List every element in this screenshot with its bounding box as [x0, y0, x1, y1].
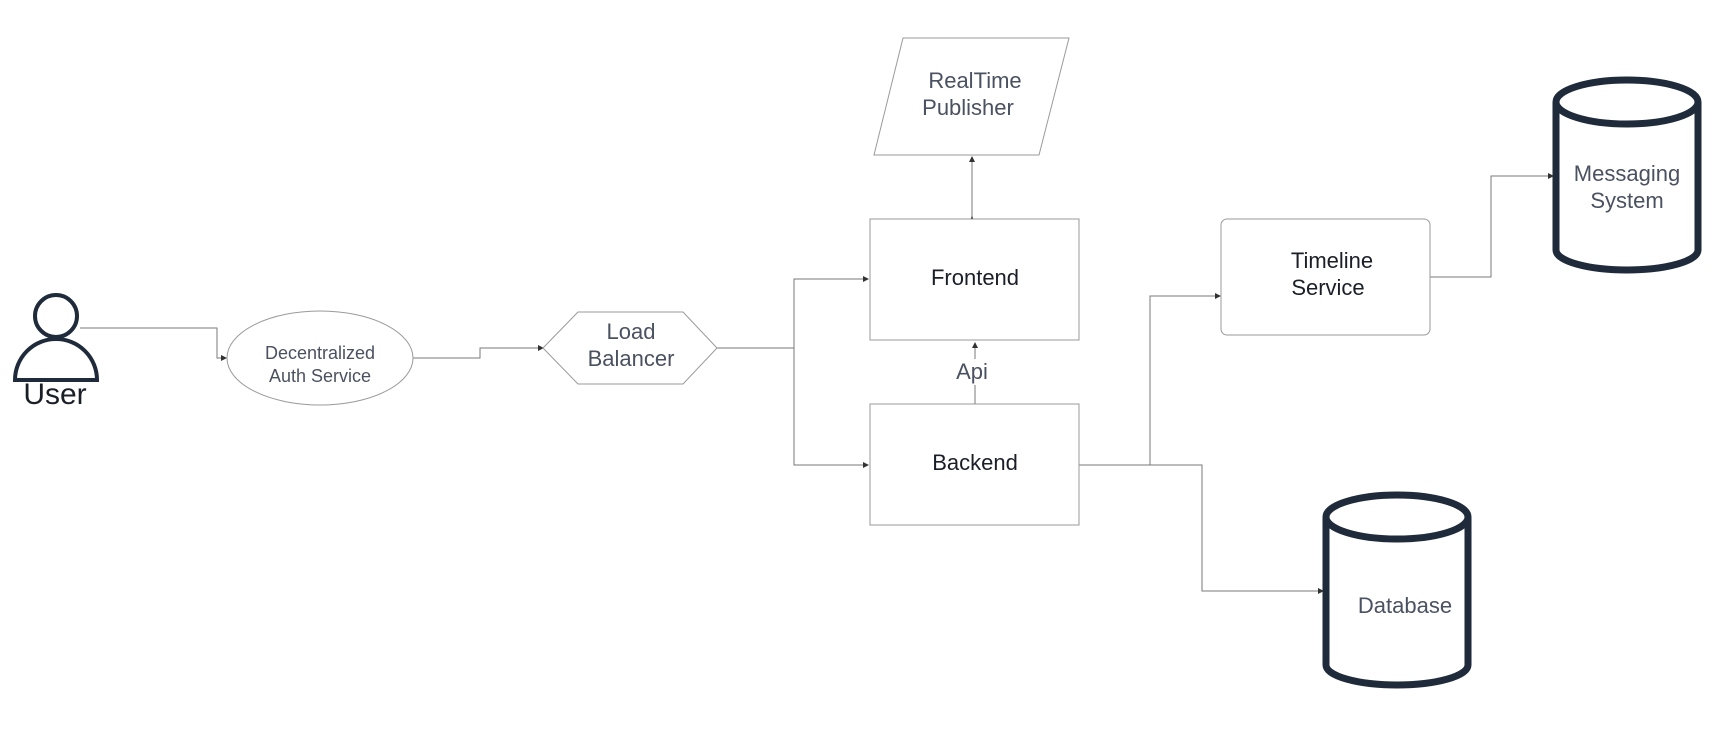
frontend-node[interactable]: Frontend: [869, 218, 1080, 341]
messaging-system-label-line1: Messaging: [1574, 161, 1680, 186]
realtime-publisher-node[interactable]: RealTime Publisher: [873, 37, 1070, 156]
edge-lb-to-frontend: [793, 276, 869, 348]
timeline-service-node[interactable]: Timeline Service: [1220, 218, 1431, 336]
connectors: [80, 156, 1554, 594]
edge-user-to-auth: [80, 327, 227, 361]
backend-label: Backend: [932, 450, 1018, 475]
auth-service-label-line2: Auth Service: [269, 366, 371, 386]
edge-lb-to-backend: [793, 348, 869, 468]
user-label: User: [23, 378, 86, 411]
edge-backend-to-timeline: [1079, 293, 1221, 466]
timeline-service-shape: [1220, 218, 1431, 336]
messaging-system-cylinder: [1552, 76, 1702, 274]
auth-service-node[interactable]: Decentralized Auth Service: [226, 310, 414, 406]
user-icon: [12, 293, 100, 382]
load-balancer-shape: [542, 311, 718, 385]
timeline-service-label-line1: Timeline: [1291, 248, 1373, 273]
frontend-shape: [869, 218, 1080, 341]
load-balancer-node[interactable]: Load Balancer: [542, 311, 718, 385]
frontend-label: Frontend: [931, 265, 1019, 290]
realtime-publisher-label-line2: Publisher: [922, 95, 1014, 120]
edge-auth-to-lb: [413, 345, 544, 359]
timeline-service-label-line2: Service: [1291, 275, 1364, 300]
database-node[interactable]: Database: [1322, 491, 1472, 689]
api-label: Api: [956, 359, 988, 384]
messaging-system-label-line2: System: [1590, 188, 1663, 213]
load-balancer-label-line2: Balancer: [588, 346, 675, 371]
user-node[interactable]: User: [12, 293, 100, 411]
realtime-publisher-shape: [873, 37, 1070, 156]
realtime-publisher-label-line1: RealTime: [928, 68, 1021, 93]
backend-shape: [869, 403, 1080, 526]
edge-timeline-to-messaging: [1430, 173, 1554, 278]
messaging-system-node[interactable]: Messaging System: [1552, 76, 1702, 274]
database-label: Database: [1358, 593, 1452, 618]
database-cylinder: [1322, 491, 1472, 689]
auth-service-shape: [226, 310, 414, 406]
load-balancer-label-line1: Load: [607, 319, 656, 344]
edge-backend-to-database: [1079, 464, 1324, 594]
api-label-bg: [953, 359, 999, 385]
auth-service-label-line1: Decentralized: [265, 343, 375, 363]
backend-node[interactable]: Backend: [869, 403, 1080, 526]
